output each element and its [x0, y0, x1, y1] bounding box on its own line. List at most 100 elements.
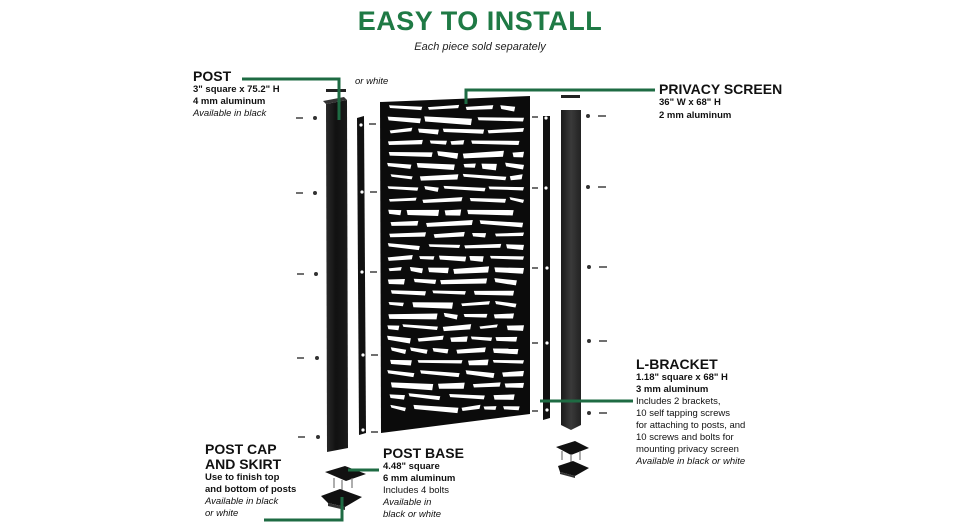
screen-cutout [417, 360, 463, 364]
screen-cutout [468, 359, 489, 366]
privacy-screen-dimensions: 36" W x 68" H [659, 97, 721, 108]
screen-cutout [500, 105, 516, 112]
screen-cutout [419, 174, 459, 181]
screen-cutout [506, 244, 524, 251]
l-bracket-label: L-BRACKET 1.18" square x 68" H 3 mm alum… [636, 357, 745, 468]
post-cap-skirt-label: POST CAP AND SKIRT Use to finish top and… [205, 442, 296, 520]
l-bracket-material: 3 mm aluminum [636, 384, 709, 395]
screen-cutout [450, 140, 465, 145]
screen-cutout [493, 313, 515, 319]
screen-cutout [410, 347, 428, 354]
left-post-base [325, 466, 366, 490]
left-post [323, 97, 348, 452]
screen-cutout [483, 406, 497, 410]
post-base-title: POST BASE [383, 445, 464, 461]
screen-cutout [390, 347, 407, 355]
screen-cutout [449, 393, 485, 400]
screen-cutout [387, 254, 413, 261]
screen-cutout [427, 104, 460, 110]
screen-cutout [432, 347, 449, 354]
screen-cutout [495, 301, 517, 308]
screen-cutout [390, 404, 406, 412]
screen-cutout [512, 151, 524, 158]
screen-cutout [416, 163, 455, 171]
screen-cutout [479, 220, 524, 228]
screen-cutout [388, 209, 402, 216]
screen-cutout [473, 290, 515, 296]
screen-cutout [479, 324, 498, 329]
right-post-cap-top [561, 95, 580, 98]
post-base-availability: Available in [383, 497, 432, 508]
screen-cutout [388, 152, 433, 157]
screen-cutout [503, 406, 520, 411]
screen-cutout [432, 290, 466, 295]
right-l-bracket [543, 116, 550, 420]
screen-cutout [387, 278, 405, 285]
screen-cutout [387, 370, 415, 378]
screen-cutout [390, 290, 426, 296]
post-cap-skirt-desc: and bottom of posts [205, 484, 297, 495]
screen-cutout [387, 243, 420, 251]
screen-cutout [488, 186, 524, 191]
screen-cutout [424, 116, 472, 126]
screen-cutout [387, 116, 421, 124]
screen-cutout [461, 404, 481, 412]
screen-cutout [440, 278, 488, 285]
privacy-screen-label: PRIVACY SCREEN 36" W x 68" H 2 mm alumin… [659, 82, 782, 122]
screen-cutout [494, 267, 524, 274]
screen-cutout [463, 163, 476, 168]
screen-cutout [495, 336, 518, 342]
screen-cutout [387, 186, 419, 191]
screen-cutout [464, 243, 502, 249]
screen-cutout [426, 220, 473, 227]
screen-cutout [387, 139, 423, 145]
screen-cutout [509, 174, 523, 181]
screen-cutout [471, 140, 520, 145]
screen-cutout [412, 302, 454, 309]
screen-cutout [402, 324, 438, 331]
l-bracket-note: mounting privacy screen [636, 444, 739, 455]
post-availability: Available in black [193, 108, 267, 119]
screen-cutout [388, 313, 438, 320]
screen-cutout [477, 117, 524, 122]
post-base-availability: black or white [383, 509, 442, 520]
post-cap-skirt-title: AND SKIRT [205, 456, 282, 472]
screen-cutout [509, 197, 524, 203]
screen-cutout [424, 186, 439, 192]
screen-cutout [419, 256, 435, 260]
right-post-skirt [558, 461, 589, 478]
screen-cutout [494, 278, 517, 286]
screen-cutout [389, 232, 427, 238]
screen-cutout [465, 370, 495, 379]
left-post-cap-top [326, 89, 346, 92]
screen-cutout [443, 185, 486, 192]
screen-cutout [429, 140, 447, 145]
screen-cutout [481, 163, 497, 171]
screen-cutout [418, 128, 439, 135]
screws-right [532, 113, 607, 416]
screen-cutout [428, 244, 461, 249]
screen-cutout [388, 197, 417, 202]
l-bracket-note: 10 screws and bolts for [636, 432, 734, 443]
screen-cutout [504, 382, 524, 388]
screen-cutout [472, 232, 487, 238]
post-availability-cont: or white [355, 76, 389, 87]
l-bracket-title: L-BRACKET [636, 356, 718, 372]
screen-cutout [465, 105, 494, 111]
screen-cutout [493, 394, 515, 400]
screen-cutout [462, 173, 507, 181]
screen-cutout [388, 267, 402, 272]
page-title: EASY TO INSTALL [357, 6, 603, 36]
screen-cutout [490, 255, 524, 260]
right-post-base [556, 441, 589, 463]
page-subtitle: Each piece sold separately [414, 41, 546, 53]
post-base-dimensions: 4.48" square [383, 461, 440, 472]
left-l-bracket [357, 116, 366, 435]
screen-cutout [417, 335, 444, 342]
screen-cutout [390, 174, 413, 180]
post-base-note: Includes 4 bolts [383, 485, 450, 496]
screen-cutout [387, 162, 412, 169]
screen-cutout [443, 312, 458, 320]
right-post [561, 110, 581, 430]
